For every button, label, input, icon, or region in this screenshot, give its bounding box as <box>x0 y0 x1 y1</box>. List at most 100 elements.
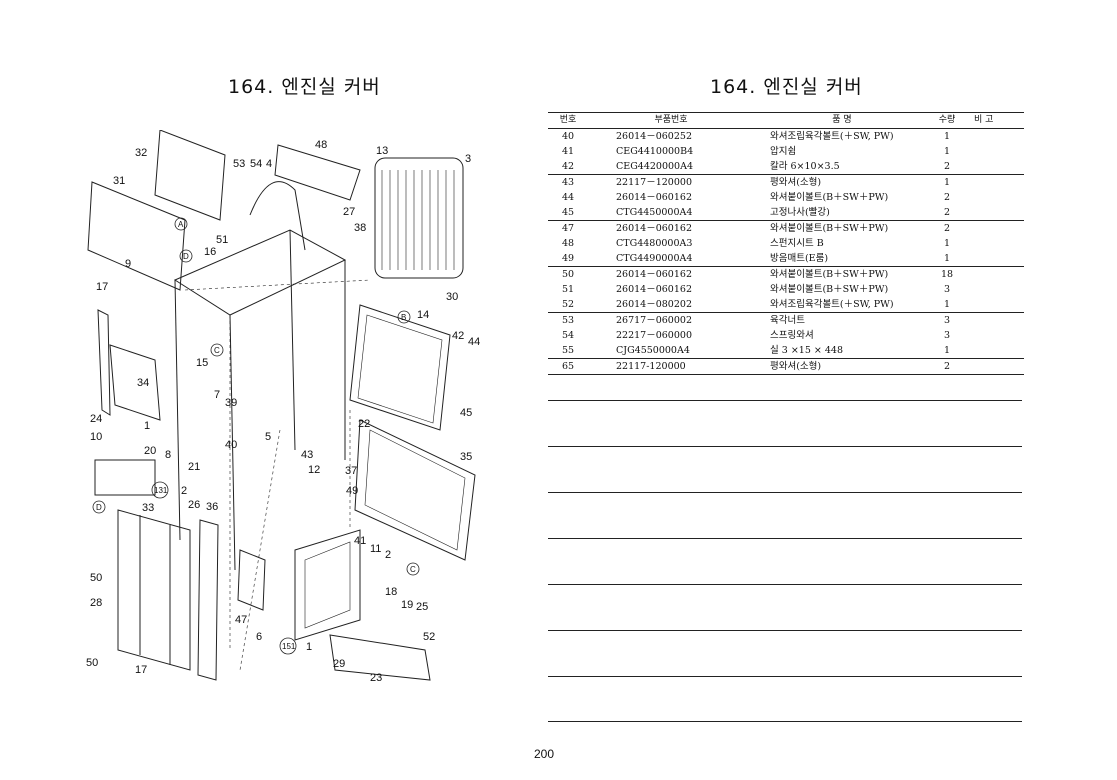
cell-qty: 2 <box>943 207 951 218</box>
callout-23: 23 <box>370 672 382 684</box>
cell-qty: 1 <box>943 299 951 310</box>
cell-part-name: 방음매트(E룸) <box>770 253 829 264</box>
part-bracket-131 <box>94 459 156 496</box>
cell-part-number: 26014－060162 <box>616 269 692 280</box>
callout-51: 51 <box>216 234 228 246</box>
cell-qty: 1 <box>943 345 951 356</box>
cell-part-name: 와셔붙이볼트(B＋SW＋PW) <box>770 223 889 234</box>
cell-part-number: 26014－060162 <box>616 284 692 295</box>
cell-note <box>964 205 1024 220</box>
blank-row-line <box>548 446 1022 447</box>
callout-labels: 32 48 13 3 53 54 4 31 27 38 A D 51 16 9 … <box>86 139 480 684</box>
callout-5: 5 <box>265 431 271 443</box>
cell-part-name: 압지쉼 <box>770 146 797 157</box>
cell-no: 42 <box>561 161 575 172</box>
callout-2: 2 <box>181 485 187 497</box>
callout-22: 22 <box>358 418 370 430</box>
callout-12: 12 <box>308 464 320 476</box>
cell-no: 43 <box>561 177 575 188</box>
cell-no: 40 <box>561 131 575 142</box>
callout-131: 131 <box>154 486 168 495</box>
cell-part-name: 평와셔(소형) <box>770 177 822 188</box>
cell-part-number: 26014－060252 <box>616 131 692 142</box>
cell-note <box>964 129 1024 144</box>
cell-part-number: CTG4480000A3 <box>616 238 693 249</box>
part-strip-17 <box>97 309 111 416</box>
part-frame-33 <box>117 509 191 671</box>
callout-48: 48 <box>315 139 327 151</box>
callout-50: 50 <box>90 572 102 584</box>
header-part-name: 품 명 <box>832 115 852 125</box>
cell-note <box>964 313 1024 328</box>
callout-16: 16 <box>204 246 216 258</box>
callout-8: 8 <box>165 449 171 461</box>
cell-note <box>964 343 1024 358</box>
cell-part-name: 평와셔(소형) <box>770 361 822 372</box>
cell-no: 65 <box>561 361 575 372</box>
header-part-number: 부품번호 <box>654 115 688 125</box>
cell-part-number: CEG4410000B4 <box>616 146 694 157</box>
part-panel-32 <box>154 129 226 221</box>
callout-21: 21 <box>188 461 200 473</box>
callout-11: 11 <box>370 543 381 555</box>
cell-part-number: 22117－120000 <box>616 177 692 188</box>
cell-no: 50 <box>561 269 575 280</box>
callout-39: 39 <box>225 397 237 409</box>
cell-no: 45 <box>561 207 575 218</box>
callout-A: A <box>178 220 184 229</box>
cell-part-number: 26014－060162 <box>616 192 692 203</box>
callout-D-lower: D <box>96 503 102 512</box>
cell-no: 41 <box>561 146 575 157</box>
part-frame-151 <box>294 529 361 641</box>
diagram-svg: 32 48 13 3 53 54 4 31 27 38 A D 51 16 9 … <box>86 129 480 684</box>
callout-15: 15 <box>196 357 208 369</box>
callout-31: 31 <box>113 175 125 187</box>
part-pad-48 <box>274 144 361 201</box>
cell-note <box>964 328 1024 343</box>
cell-note <box>964 190 1024 205</box>
cell-note <box>964 297 1024 312</box>
part-arch-4 <box>249 181 306 251</box>
callout-37: 37 <box>345 465 357 477</box>
table-row: 43 22117－120000 평와셔(소형) 1 <box>548 175 1024 190</box>
cell-part-number: 22217－060000 <box>616 330 692 341</box>
cell-part-number: CTG4490000A4 <box>616 253 693 264</box>
callout-17: 17 <box>96 281 108 293</box>
part-bar-36 <box>197 519 219 681</box>
cell-qty: 3 <box>943 315 951 326</box>
callout-10: 10 <box>90 431 102 443</box>
callout-1: 1 <box>144 420 150 432</box>
callout-28: 28 <box>90 597 102 609</box>
cell-note <box>964 175 1024 190</box>
callout-9: 9 <box>125 258 131 270</box>
callout-C: C <box>214 346 220 355</box>
cell-qty: 2 <box>943 223 951 234</box>
cell-qty: 1 <box>943 177 951 188</box>
cell-part-name: 와셔붙이볼트(B＋SW＋PW) <box>770 269 889 280</box>
callout-2-lower: 2 <box>385 549 391 561</box>
callout-32: 32 <box>135 147 147 159</box>
callout-52: 52 <box>423 631 435 643</box>
exploded-parts-diagram: 32 48 13 3 53 54 4 31 27 38 A D 51 16 9 … <box>80 129 500 690</box>
callout-151: 151 <box>282 642 296 651</box>
part-strip-34 <box>109 344 161 421</box>
callout-35-right: 35 <box>460 451 472 463</box>
blank-row-line <box>548 400 1022 401</box>
callout-29: 29 <box>333 658 345 670</box>
cell-part-number: 26717－060002 <box>616 315 692 326</box>
cell-qty: 2 <box>943 192 951 203</box>
cell-no: 53 <box>561 315 575 326</box>
cell-note <box>964 221 1024 236</box>
blank-row-line <box>548 492 1022 493</box>
cell-qty: 1 <box>943 131 951 142</box>
callout-49: 49 <box>346 485 358 497</box>
callout-24: 24 <box>90 413 102 425</box>
callout-34: 34 <box>137 377 149 389</box>
